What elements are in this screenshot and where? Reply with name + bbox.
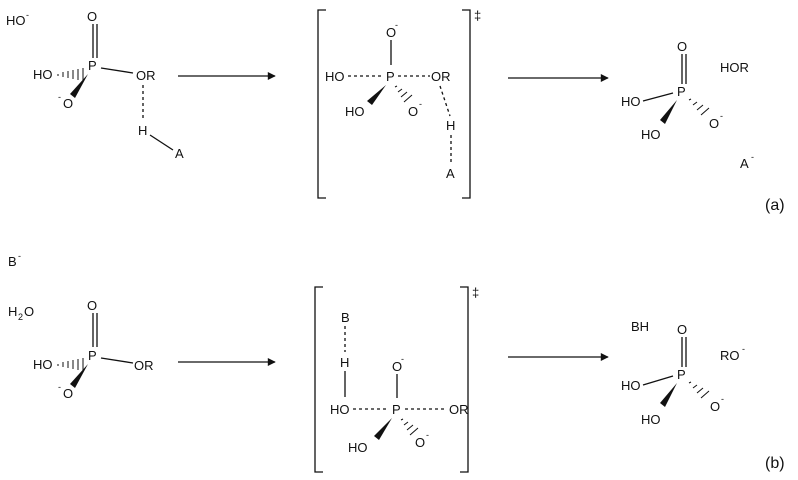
hydroxyl-label: HO xyxy=(348,440,368,455)
phosphorus: P xyxy=(392,402,401,417)
phosphorus: P xyxy=(677,84,686,99)
anionic-oxygen: O xyxy=(415,435,425,450)
oxygen-charge: - xyxy=(58,92,61,102)
ester-label: OR xyxy=(136,68,156,83)
anionic-oxygen: O xyxy=(710,399,720,414)
transition-state-a: ‡ O - HO P OR HO O - H A xyxy=(317,8,481,199)
anionic-oxygen: O xyxy=(63,96,73,111)
hydrogen-bond-dashed xyxy=(439,85,451,117)
h-a-bond xyxy=(149,134,174,151)
proton: H xyxy=(340,355,349,370)
svg-text:2: 2 xyxy=(18,312,23,322)
p-or-bond xyxy=(100,357,134,364)
hashed-wedge-bond xyxy=(57,68,84,81)
transition-state-dagger: ‡ xyxy=(474,8,481,23)
hydroxyl-label-2: HO xyxy=(641,127,661,142)
hydroxide-label: HO xyxy=(6,13,26,28)
hashed-wedge-bond xyxy=(57,358,84,371)
oxygen-charge: - xyxy=(419,99,422,109)
anionic-oxygen: O xyxy=(709,116,719,131)
phosphorus: P xyxy=(677,367,686,382)
solid-wedge-bond xyxy=(367,85,386,105)
solid-wedge-bond xyxy=(660,100,677,124)
solid-wedge-bond xyxy=(374,418,392,440)
oxygen-charge: - xyxy=(720,111,723,121)
hydroxyl-label-2: HO xyxy=(641,412,661,427)
alcohol-product-label: HOR xyxy=(720,60,749,75)
alkoxide-label: RO xyxy=(720,348,740,363)
apical-oxygen: O xyxy=(386,25,396,40)
panel-b-tag: (b) xyxy=(765,455,785,472)
water-label: H 2 O xyxy=(8,304,34,322)
double-bond-oxygen: O xyxy=(677,322,687,337)
anionic-oxygen: O xyxy=(63,386,73,401)
p-oh-bond xyxy=(642,375,674,386)
double-bond-oxygen: O xyxy=(87,9,97,24)
hydroxyl-label: HO xyxy=(345,104,365,119)
phosphorus: P xyxy=(88,348,97,363)
ester-label: OR xyxy=(134,358,154,373)
oxygen-charge: - xyxy=(721,394,724,404)
apical-oxygen: O xyxy=(392,359,402,374)
transition-state-b: ‡ B H HO P OR O - HO O - xyxy=(314,285,479,473)
nucleophile-oxygen: HO xyxy=(330,402,350,417)
apical-oxygen-charge: - xyxy=(395,20,398,30)
panel-a-tag: (a) xyxy=(765,197,785,214)
phosphorus: P xyxy=(88,58,97,73)
proton: H xyxy=(138,123,147,138)
conjugate-acid-label: BH xyxy=(631,319,649,334)
oxygen-charge: - xyxy=(426,430,429,440)
hydroxyl-label: HO xyxy=(621,378,641,393)
reactant-a: O P HO O - OR H A xyxy=(33,9,184,161)
hashed-wedge-bond xyxy=(688,98,710,116)
hydroxyl-label: HO xyxy=(621,94,641,109)
reactant-b: O P HO O - OR xyxy=(33,298,154,401)
transition-state-dagger: ‡ xyxy=(472,285,479,300)
svg-text:O: O xyxy=(24,304,34,319)
solid-wedge-bond xyxy=(70,364,88,388)
leaving-group-label: OR xyxy=(431,69,451,84)
double-bond-oxygen: O xyxy=(677,39,687,54)
alkoxide-charge: - xyxy=(742,344,745,354)
apical-oxygen-charge: - xyxy=(401,354,404,364)
proton: H xyxy=(446,118,455,133)
svg-text:H: H xyxy=(8,304,17,319)
nucleophile-oxygen: HO xyxy=(325,69,345,84)
acid-label: A xyxy=(175,146,184,161)
right-bracket xyxy=(460,286,469,473)
product-b: BH O P HO HO O - RO - xyxy=(621,319,745,427)
hashed-wedge-bond xyxy=(688,381,710,399)
left-bracket xyxy=(317,9,326,199)
base-label: B xyxy=(341,310,350,325)
solid-wedge-bond xyxy=(660,383,677,407)
leaving-group-label: OR xyxy=(449,402,469,417)
hydroxide-charge: - xyxy=(26,10,29,20)
panel-b: B - H 2 O O P HO O - OR xyxy=(8,251,785,473)
product-a: O P HO HO O - HOR A - xyxy=(621,39,754,171)
left-bracket xyxy=(314,286,323,473)
conjugate-base-charge: - xyxy=(751,152,754,162)
p-or-bond xyxy=(100,67,134,74)
double-bond-oxygen: O xyxy=(87,298,97,313)
hashed-wedge-bond xyxy=(394,85,413,103)
phosphorus: P xyxy=(386,69,395,84)
hashed-wedge-bond xyxy=(400,418,419,436)
oxygen-charge: - xyxy=(58,382,61,392)
base-label: B xyxy=(8,254,17,269)
anionic-oxygen: O xyxy=(408,104,418,119)
base-charge: - xyxy=(18,251,21,261)
panel-a: HO - O P HO O - OR H A xyxy=(6,8,785,214)
right-bracket xyxy=(462,9,471,199)
hydroxyl-label: HO xyxy=(33,357,53,372)
conjugate-base-label: A xyxy=(740,156,749,171)
solid-wedge-bond xyxy=(70,74,88,98)
acid-label: A xyxy=(446,166,455,181)
hydroxyl-label: HO xyxy=(33,67,53,82)
p-oh-bond xyxy=(642,92,674,102)
